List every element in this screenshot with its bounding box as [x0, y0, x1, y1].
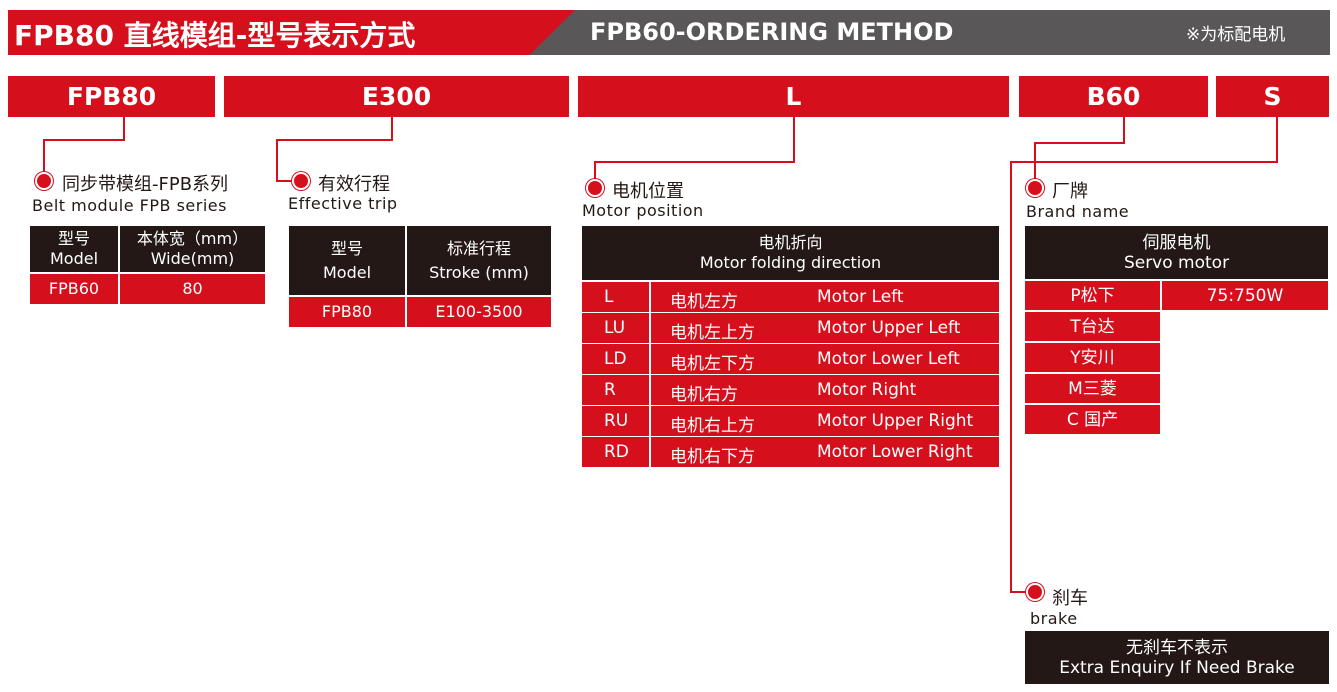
- table-cell: LD: [604, 349, 627, 369]
- header-cell: Model: [49, 249, 99, 268]
- bullet-icon: [1028, 181, 1042, 195]
- brand-option: T台达: [1025, 312, 1160, 341]
- table-cell: R: [604, 380, 616, 400]
- table-cell: 电机左下方: [670, 354, 755, 374]
- table-cell: 电机右上方: [670, 416, 755, 436]
- divider: [649, 437, 651, 467]
- table-cell: RD: [604, 442, 629, 462]
- header-cell: 电机折向: [758, 233, 823, 252]
- brand-option: M三菱: [1025, 374, 1160, 403]
- table-cell: 电机右方: [670, 385, 738, 405]
- table-cell: Motor Lower Right: [817, 442, 973, 462]
- table-row: RD 电机右下方 Motor Lower Right: [582, 437, 999, 467]
- code-series: FPB80: [8, 76, 215, 117]
- header-cell: Motor folding direction: [699, 253, 882, 272]
- bullet-icon: [588, 181, 602, 195]
- table-row: LU 电机左上方 Motor Upper Left: [582, 313, 999, 343]
- brand-option: Y安川: [1025, 343, 1160, 372]
- table-row: R 电机右方 Motor Right: [582, 375, 999, 405]
- brake-box-cn: 无刹车不表示: [1126, 637, 1228, 658]
- table-cell: 电机左上方: [670, 323, 755, 343]
- series-label: 同步带模组-FPB系列: [62, 174, 229, 195]
- header-cell: 标准行程: [446, 238, 511, 258]
- header-cell: Wide(mm): [150, 249, 235, 268]
- header-cell: Servo motor: [1123, 252, 1230, 273]
- table-cell: Motor Right: [817, 380, 917, 400]
- table-cell: L: [604, 287, 614, 307]
- brand-option: C 国产: [1025, 405, 1160, 434]
- motor-position-label: 电机位置: [612, 181, 684, 202]
- brake-box-en: Extra Enquiry If Need Brake: [1059, 657, 1295, 678]
- header-note: ※为标配电机: [1186, 25, 1286, 45]
- table-row: LD 电机左下方 Motor Lower Left: [582, 344, 999, 374]
- divider: [649, 313, 651, 343]
- table-cell: Motor Lower Left: [817, 349, 960, 369]
- header-cell: 型号: [330, 238, 363, 258]
- brake-label: 刹车: [1052, 588, 1088, 609]
- table-cell: Motor Upper Right: [817, 411, 974, 431]
- page-title-en: FPB60-ORDERING METHOD: [590, 18, 954, 46]
- brand-label: 厂牌: [1052, 181, 1088, 202]
- bullet-icon: [37, 174, 51, 188]
- motor-position-label-en: Motor position: [582, 201, 704, 220]
- divider: [649, 375, 651, 405]
- table-cell: E100-3500: [407, 297, 551, 327]
- table-row: L 电机左方 Motor Left: [582, 282, 999, 312]
- header-cell: 伺服电机: [1142, 232, 1211, 253]
- table-cell: 80: [120, 274, 265, 304]
- divider: [649, 406, 651, 436]
- stroke-label: 有效行程: [318, 174, 390, 195]
- brand-option: P松下: [1025, 281, 1160, 310]
- table-cell: 电机左方: [670, 292, 738, 312]
- power-cell: 75:750W: [1162, 281, 1328, 310]
- stroke-label-en: Effective trip: [288, 194, 398, 213]
- table-cell: 电机右下方: [670, 447, 755, 467]
- code-motor-position: L: [578, 76, 1009, 117]
- code-brake: S: [1216, 76, 1329, 117]
- table-cell: FPB80: [289, 297, 405, 327]
- code-stroke: E300: [224, 76, 569, 117]
- brake-label-en: brake: [1030, 609, 1078, 628]
- divider: [649, 282, 651, 312]
- table-cell: Motor Left: [817, 287, 904, 307]
- table-cell: FPB60: [30, 274, 118, 304]
- header-cell: Stroke (mm): [429, 262, 529, 282]
- page-title: FPB80 直线模组-型号表示方式: [14, 19, 416, 52]
- brand-label-en: Brand name: [1026, 202, 1130, 221]
- header-cell: 本体宽（mm）: [136, 229, 249, 248]
- table-cell: RU: [604, 411, 629, 431]
- table-row: RU 电机右上方 Motor Upper Right: [582, 406, 999, 436]
- table-cell: LU: [604, 318, 626, 338]
- header-cell: Model: [322, 262, 372, 282]
- bullet-icon: [1028, 585, 1042, 599]
- divider: [649, 344, 651, 374]
- table-cell: Motor Upper Left: [817, 318, 961, 338]
- code-brand: B60: [1019, 76, 1208, 117]
- bullet-icon: [294, 174, 308, 188]
- header-bar-gray: [528, 10, 1330, 55]
- header-cell: 型号: [57, 229, 90, 248]
- header-bar-red: [8, 10, 575, 55]
- series-label-en: Belt module FPB series: [32, 196, 227, 215]
